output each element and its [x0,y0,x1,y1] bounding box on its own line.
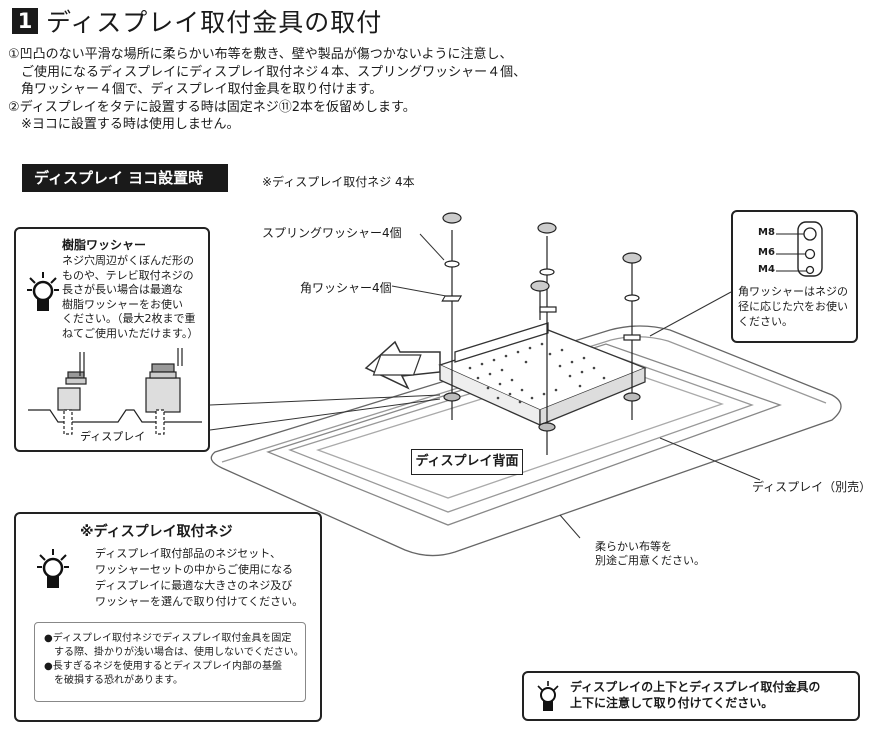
bolt-line: 角ワッシャーはネジの [738,285,848,298]
page-title: 1 ディスプレイ取付金具の取付 [12,4,382,38]
resin-line: ものや、テレビ取付ネジの [62,268,194,282]
resin-line: 樹脂ワッシャーをお使い [62,297,183,311]
resin-display-label: ディスプレイ [80,429,145,443]
screw-head [442,212,462,224]
square-washer [623,334,641,341]
screws-label: ※ディスプレイ取付ネジ 4本 [262,175,415,189]
resin-washer-text: ネジ穴周辺がくぼんだ形の ものや、テレビ取付ネジの 長さが長い場合は最適な 樹脂… [62,254,198,341]
resin-washer-title: 樹脂ワッシャー [62,238,147,252]
caution-line: ディスプレイの上下とディスプレイ取付金具の [570,680,821,694]
leader-lines [209,233,761,539]
screw-note-callout [14,512,322,722]
screw-head [537,222,557,234]
mounting-bracket [372,322,647,427]
step-line: ②ディスプレイをタテに設置する時は固定ネジ⑪2本を仮留めします。 [8,99,416,115]
step-line: ①凹凸のない平滑な場所に柔らかい布等を敷き、壁や製品が傷つかないように注意し、 [8,47,513,62]
screw-line: ディスプレイに最適な大きさのネジ及び [95,579,293,592]
washer-hole-illustration [776,221,823,277]
bolt-line: ください。 [738,315,793,328]
cloth-label-line2: 別途ご用意ください。 [595,554,705,567]
square-washer [441,295,463,302]
title-text: ディスプレイ取付金具の取付 [46,8,383,37]
orientation-caution [522,671,860,721]
warning-line: ●長すぎるネジを使用するとディスプレイ内部の基盤 [44,661,283,672]
lightbulb-icon [537,681,559,711]
resin-line: ください。（最大2枚まで重 [62,312,196,325]
square-washer-label: 角ワッシャー4個 [300,281,392,295]
spring-washer [444,260,460,268]
warning-line: ●ディスプレイ取付ネジでディスプレイ取付金具を固定 [44,633,292,644]
size-m4: M4 [758,264,775,275]
step-number: 1 [12,8,38,34]
screw-warning-box [34,622,306,702]
screw-note-text: ディスプレイ取付部品のネジセット、 ワッシャーセットの中からご使用になる ディス… [95,546,303,610]
spring-washer [624,294,640,302]
resin-washer [443,392,461,402]
step-line: ご使用になるディスプレイにディスプレイ取付ネジ４本、スプリングワッシャー４個、 [8,64,527,80]
step-line: 角ワッシャー４個で、ディスプレイ取付金具を取り付けます。 [8,82,383,97]
resin-line: 長さが長い場合は最適な [62,283,183,296]
bracket-holes [468,342,606,404]
bolt-line: 径に応じた穴をお使い [738,300,848,313]
resin-line: ネジ穴周辺がくぼんだ形の [62,254,194,267]
screw-head [622,252,642,264]
instruction-steps: ①凹凸のない平滑な場所に柔らかい布等を敷き、壁や製品が傷つかないように注意し、 … [8,46,526,134]
size-m8: M8 [758,227,775,238]
square-washer [539,306,557,313]
screw-head [530,280,550,292]
caution-text: ディスプレイの上下とディスプレイ取付金具の 上下に注意して取り付けてください。 [570,679,820,711]
resin-washer-illustration: ディスプレイ [28,348,202,443]
bolt-size-callout [731,210,858,343]
resin-washer-callout [14,227,210,452]
screw-line: ワッシャーセットの中からご使用になる [95,563,293,576]
section-label: ディスプレイ ヨコ設置時 [22,164,228,192]
screw-warning-text: ●ディスプレイ取付ネジでディスプレイ取付金具を固定 する際、掛かりが浅い場合は、… [44,632,304,688]
cloth-label-line1: 柔らかい布等を [595,540,672,553]
caution-line: 上下に注意して取り付けてください。 [570,696,774,710]
screw-line: ワッシャーを選んで取り付けてください。 [95,595,304,608]
screw-note-title: ※ディスプレイ取付ネジ [80,524,233,540]
spring-washer [539,268,555,276]
resin-washer [623,392,641,402]
display-sold-separately-label: ディスプレイ（別売） [752,480,872,494]
step-line: ※ヨコに設置する時は使用しません。 [8,117,240,132]
screw-line: ディスプレイ取付部品のネジセット、 [95,547,282,560]
warning-line: を破損する恐れがあります。 [44,675,183,686]
bolt-size-text: 角ワッシャーはネジの 径に応じた穴をお使い ください。 [738,284,848,329]
resin-washer [538,422,556,432]
screw-stacks [441,212,642,455]
size-m6: M6 [758,247,775,258]
warning-line: する際、掛かりが浅い場合は、使用しないでください。 [44,647,304,658]
lightbulb-icon [37,549,69,588]
spring-washer-label: スプリングワッシャー4個 [262,226,402,240]
lightbulb-icon [27,272,59,311]
resin-line: ねてご使用いただけます。） [62,326,199,340]
display-back-label: ディスプレイ背面 [411,449,523,475]
